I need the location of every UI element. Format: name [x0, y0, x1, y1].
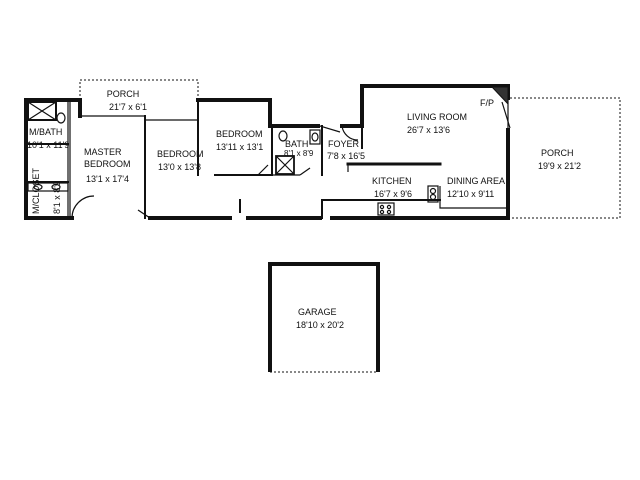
- mbath-dims: 10'1 x 11'9: [27, 140, 69, 150]
- bedroom3-name: BEDROOM: [216, 129, 263, 139]
- mcloset-dims: 8'1 x 8'9: [52, 181, 62, 214]
- foyer-name: FOYER: [328, 139, 360, 149]
- living-room-dims: 26'7 x 13'6: [407, 125, 450, 135]
- kitchen-sink-icon: [427, 185, 439, 203]
- mcloset-name: M/CLOSET: [31, 167, 41, 214]
- bath-toilet-icon: [278, 130, 288, 142]
- room-labels: PORCH 21'7 x 6'1 M/BATH 10'1 x 11'9 MAST…: [27, 89, 581, 330]
- fireplace-label: F/P: [480, 98, 494, 108]
- bath-dims: 8'1 x 8'9: [284, 149, 314, 158]
- master-bedroom-name-1: MASTER: [84, 147, 122, 157]
- bedroom2-dims: 13'0 x 13'8: [158, 162, 201, 172]
- stove-icon: [377, 202, 395, 216]
- porch-top-name: PORCH: [107, 89, 140, 99]
- toilet-icon: [56, 112, 66, 124]
- master-bedroom-dims: 13'1 x 17'4: [86, 174, 129, 184]
- vanity-icon: [27, 182, 69, 192]
- bedroom2-name: BEDROOM: [157, 149, 204, 159]
- mbath-name: M/BATH: [29, 127, 62, 137]
- shower-icon: [27, 101, 57, 121]
- bath-shower-icon: [275, 155, 295, 175]
- fixtures: [27, 86, 509, 216]
- bath-sink-icon: [309, 129, 321, 145]
- dining-area-name: DINING AREA: [447, 176, 505, 186]
- porch-right-area: [510, 97, 621, 219]
- garage-name: GARAGE: [298, 307, 337, 317]
- fireplace-icon: [490, 86, 509, 106]
- bedroom3-dims: 13'11 x 13'1: [216, 142, 263, 152]
- dining-area-dims: 12'10 x 9'11: [447, 189, 494, 199]
- garage-dims: 18'10 x 20'2: [296, 320, 344, 330]
- garage: [268, 262, 380, 373]
- porch-top-area: [79, 79, 199, 100]
- kitchen-name: KITCHEN: [372, 176, 412, 186]
- living-room-name: LIVING ROOM: [407, 112, 467, 122]
- interior-walls: [25, 99, 508, 219]
- kitchen-dims: 16'7 x 9'6: [374, 189, 412, 199]
- foyer-dims: 7'8 x 16'5: [327, 151, 365, 161]
- porch-top-dims: 21'7 x 6'1: [109, 102, 147, 112]
- porch-right-name: PORCH: [541, 148, 574, 158]
- porch-right-dims: 19'9 x 21'2: [538, 161, 581, 171]
- master-bedroom-name-2: BEDROOM: [84, 159, 131, 169]
- bath-name: BATH: [285, 139, 308, 149]
